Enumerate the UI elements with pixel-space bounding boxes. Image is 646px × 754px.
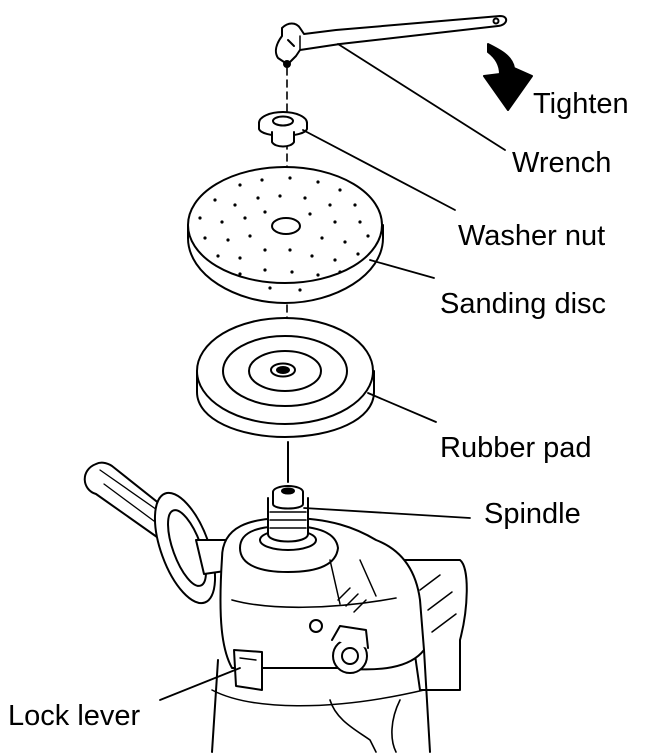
leader-wrench	[337, 43, 506, 151]
label-tighten: Tighten	[533, 88, 629, 120]
sanding-disc-icon	[187, 166, 384, 304]
label-lock-lever: Lock lever	[8, 700, 141, 732]
label-spindle: Spindle	[484, 498, 581, 530]
washer-nut-icon	[258, 111, 308, 148]
leader-spindle	[303, 507, 471, 519]
disc-holes	[198, 176, 370, 292]
label-washer-nut: Washer nut	[458, 220, 606, 252]
grinder-body-icon	[83, 461, 468, 753]
label-rubber-pad: Rubber pad	[440, 432, 592, 464]
rubber-pad-icon	[196, 317, 375, 438]
leader-sanding-disc	[369, 259, 435, 279]
label-wrench: Wrench	[512, 147, 612, 179]
leader-washer-nut	[302, 129, 456, 211]
leader-rubber-pad	[367, 392, 437, 423]
leader-lines	[159, 43, 506, 701]
leader-lock-lever	[159, 667, 241, 701]
label-sanding-disc: Sanding disc	[440, 288, 607, 320]
wrench-icon	[274, 15, 508, 68]
tighten-arrow-icon	[483, 43, 533, 111]
